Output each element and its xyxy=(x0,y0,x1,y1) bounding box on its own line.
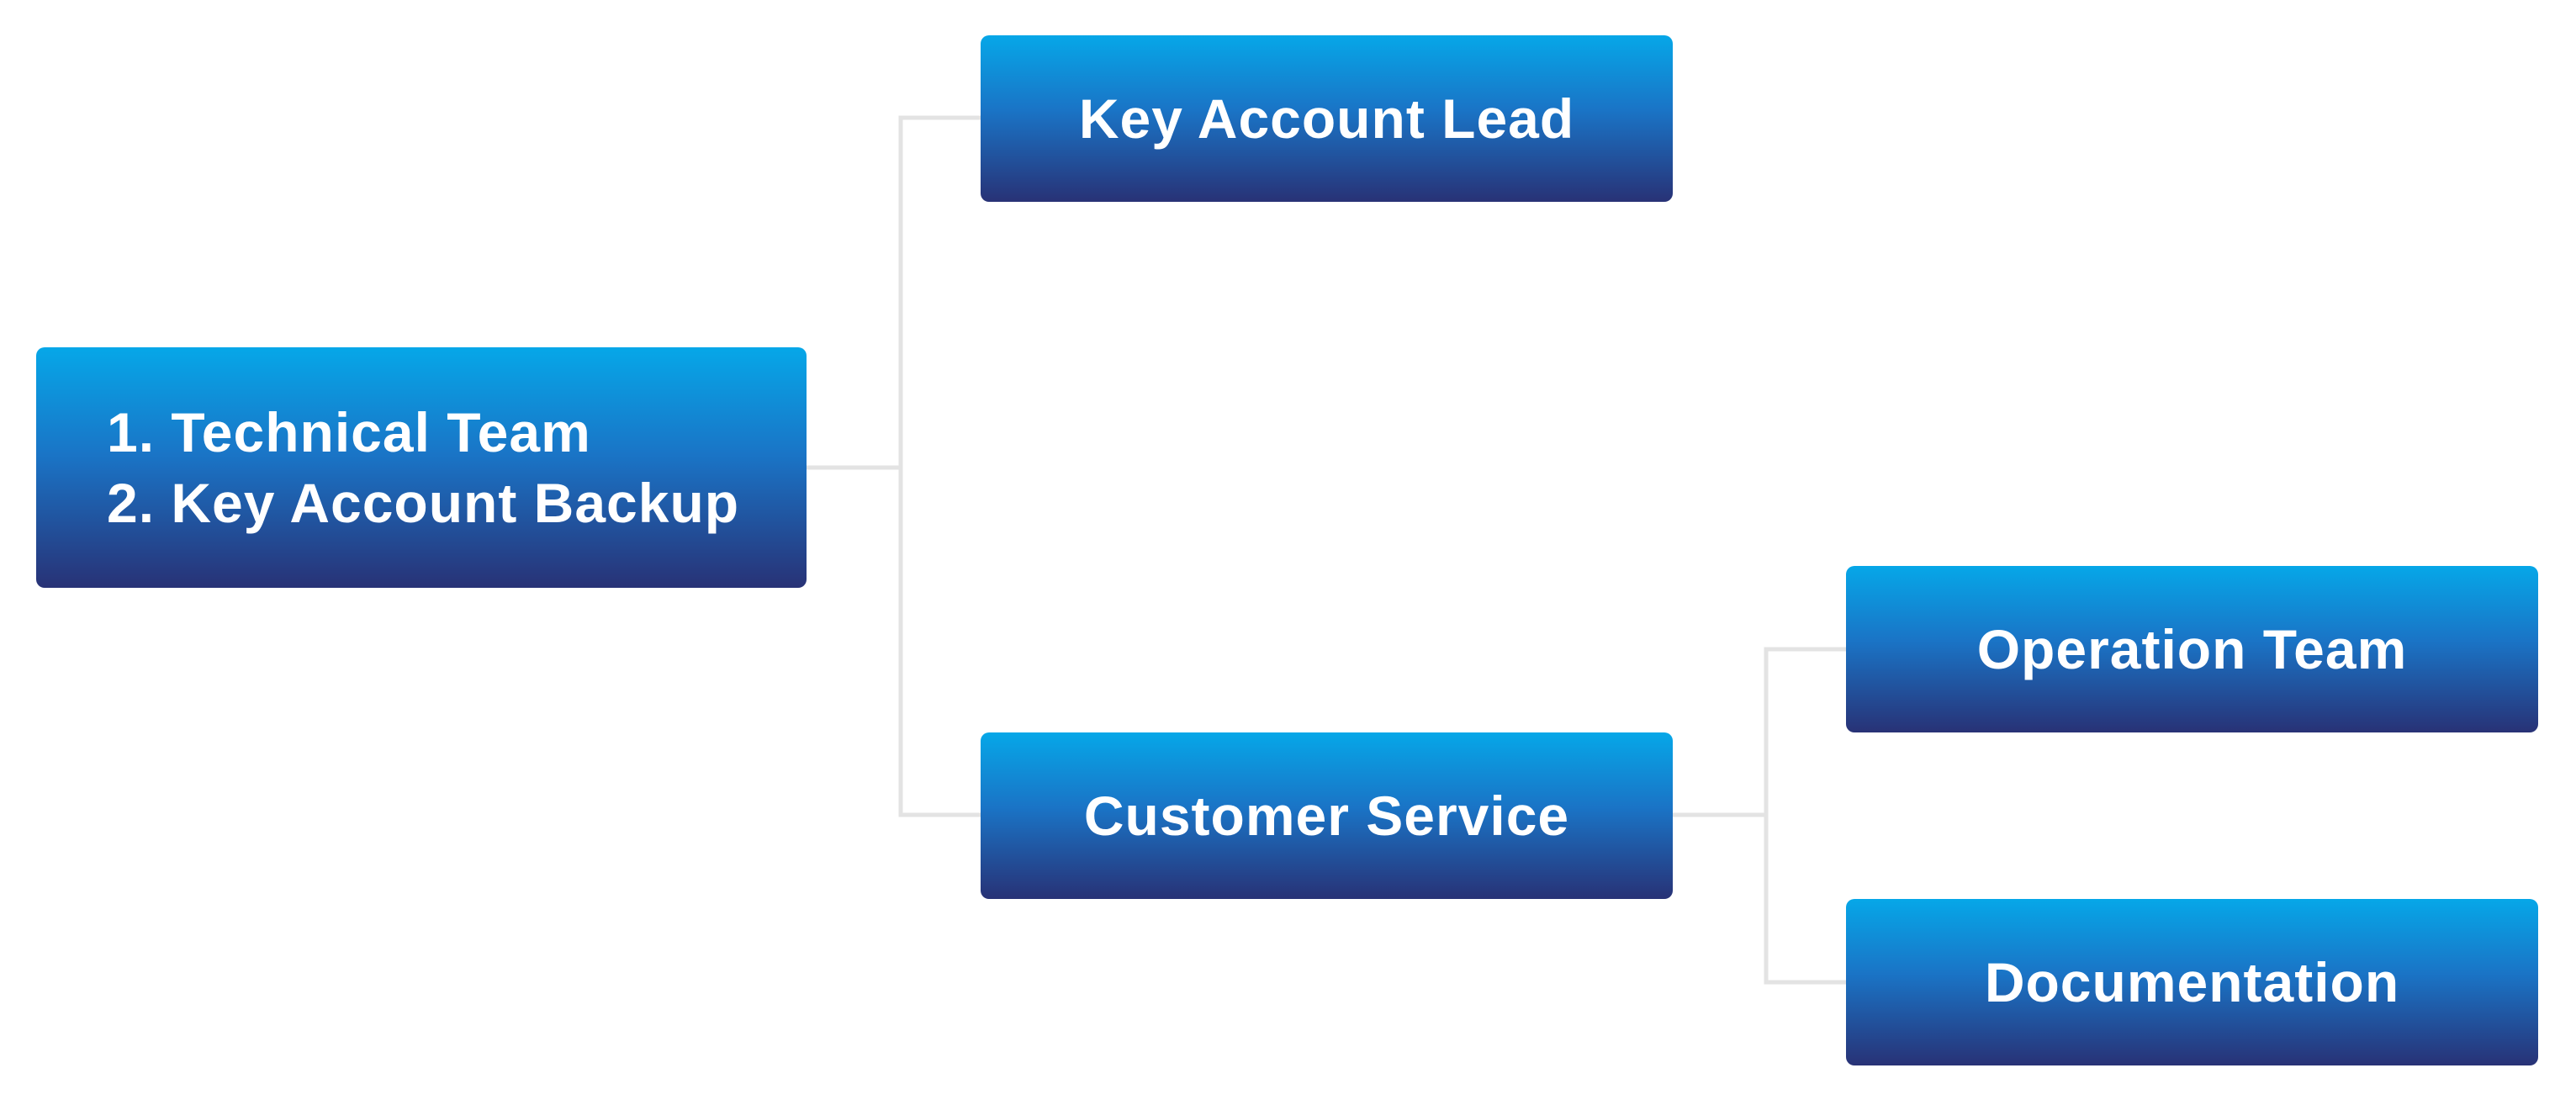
node-documentation: Documentation xyxy=(1846,899,2538,1065)
operation-team-label: Operation Team xyxy=(1976,618,2408,680)
node-key-account-lead: Key Account Lead xyxy=(981,35,1673,202)
root-line-technical-team: 1. Technical Team xyxy=(107,401,591,463)
node-technical-team-backup: 1. Technical Team 2. Key Account Backup xyxy=(36,347,807,588)
customer-service-label: Customer Service xyxy=(1083,785,1570,847)
root-line-key-account-backup: 2. Key Account Backup xyxy=(107,472,740,534)
root-node-text: 1. Technical Team 2. Key Account Backup xyxy=(107,397,739,538)
node-operation-team: Operation Team xyxy=(1846,566,2538,732)
key-account-lead-label: Key Account Lead xyxy=(1078,87,1575,150)
node-customer-service: Customer Service xyxy=(981,732,1673,899)
documentation-label: Documentation xyxy=(1984,951,2400,1013)
